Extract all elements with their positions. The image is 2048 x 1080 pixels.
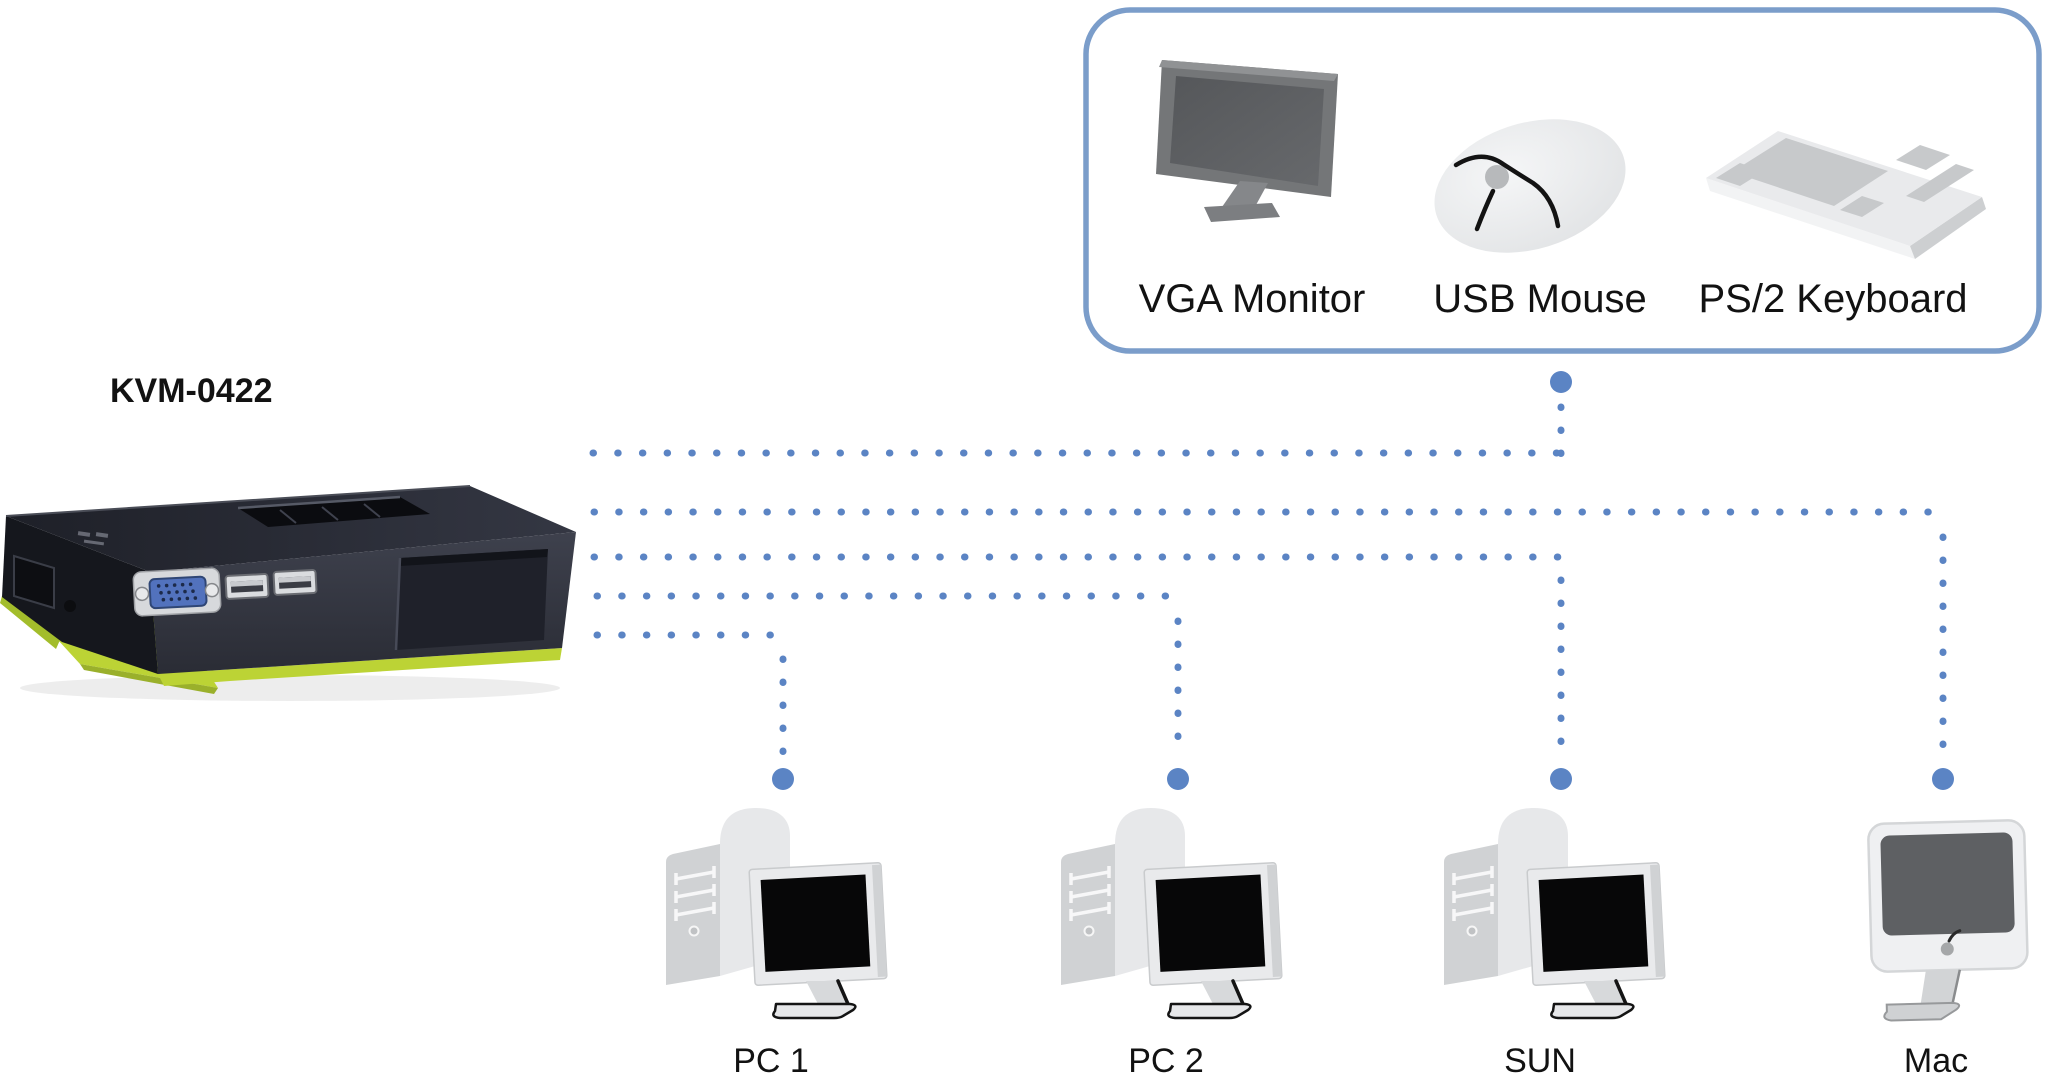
sun-icon (1442, 806, 1667, 1020)
kvm-vga-port (132, 567, 222, 617)
mac-icon (1867, 819, 2029, 1022)
computer-label-pc2: PC 2 (1128, 1042, 1204, 1080)
pc1-icon (664, 806, 889, 1020)
kvm-switch-label: KVM-0422 (110, 372, 273, 410)
node-console (1550, 371, 1572, 393)
console-label-vga-monitor: VGA Monitor (1139, 277, 1366, 321)
computer-label-mac: Mac (1904, 1042, 1968, 1080)
kvm-usb-ports (224, 569, 318, 600)
pc2-icon (1059, 806, 1284, 1020)
ps2-keyboard-icon (1706, 131, 1986, 259)
brand-mark (77, 531, 109, 546)
node-sun (1550, 768, 1572, 790)
console-label-usb-mouse: USB Mouse (1433, 277, 1646, 321)
kvm-switch-photo (0, 485, 576, 701)
connection-nodes (772, 371, 1954, 790)
console-box (1083, 7, 2042, 354)
usb-mouse-icon (1434, 119, 1626, 253)
node-pc2 (1167, 768, 1189, 790)
node-pc1 (772, 768, 794, 790)
vga-monitor-icon (1156, 60, 1338, 222)
computer-label-pc1: PC 1 (733, 1042, 809, 1080)
connection-lines (589, 403, 1947, 762)
computer-label-sun: SUN (1504, 1042, 1576, 1080)
console-label-ps2-keyboard: PS/2 Keyboard (1698, 277, 1967, 321)
node-mac (1932, 768, 1954, 790)
